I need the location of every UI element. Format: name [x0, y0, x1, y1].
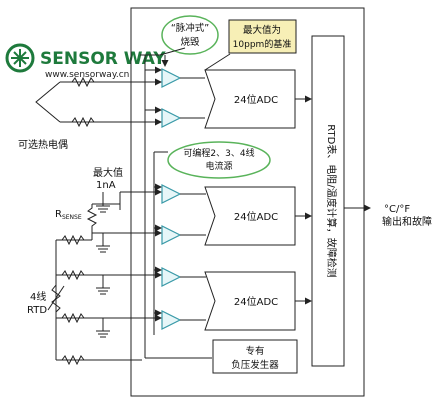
adc-block-3: 24位ADC [204, 271, 296, 331]
lead-resistors [56, 233, 93, 366]
rtd-label-2: RTD [27, 305, 47, 316]
reference-label-1: 最大值为 [243, 24, 281, 36]
amplifier-4 [161, 225, 182, 245]
amplifier-6 [161, 310, 182, 330]
thermocouple-resistor-top [71, 76, 95, 88]
amplifier-1 [161, 68, 182, 88]
ground-icon [96, 233, 110, 253]
adc-label-1: 24位ADC [234, 93, 278, 106]
reference-label-2: 10ppm的基准 [233, 38, 292, 50]
max-current-label-2: 1nA [96, 180, 116, 191]
output-label-1: °C/°F [384, 204, 410, 215]
adc-label-3: 24位ADC [234, 295, 278, 308]
neg-voltage-generator [212, 339, 298, 374]
rsense-resistor [86, 204, 98, 233]
thermocouple-label: 可选热电偶 [18, 138, 68, 151]
rtd-label-1: 4线 [30, 290, 46, 303]
output-label-2: 输出和故障 [382, 215, 432, 228]
current-source-label-1: 可编程2、3、4线 [183, 147, 254, 159]
processing-label: RTD表、电阻/温度计算，故障检测 [325, 124, 338, 277]
thermocouple [35, 76, 95, 128]
rtd-element [47, 240, 65, 360]
thermocouple-resistor-bottom [71, 116, 95, 128]
logo-brand: SENSOR WAY [40, 49, 166, 69]
adc-block-1: 24位ADC [204, 69, 296, 129]
adc-block-2: 24位ADC [204, 186, 296, 246]
adc-output-lines [295, 95, 312, 305]
chip-boundary [130, 7, 365, 397]
ground-icon [96, 318, 110, 338]
ground-icon [96, 275, 110, 295]
logo-url: www.sensorway.cn [45, 70, 129, 80]
internal-buses [140, 47, 231, 359]
current-source-bubble [167, 141, 271, 179]
ground-icon [96, 192, 110, 213]
neg-gen-label-1: 专有 [245, 345, 264, 357]
neg-gen-label-2: 负压发生器 [231, 359, 279, 371]
max-current-label-1: 最大值 [93, 166, 123, 179]
reference-box [228, 19, 297, 54]
amplifier-5 [161, 267, 182, 287]
pulse-burnout-bubble [161, 15, 219, 55]
pulse-burnout-label-1: “脉冲式” [171, 22, 209, 34]
current-source-label-2: 电流源 [205, 160, 232, 172]
adc-label-2: 24位ADC [234, 210, 278, 223]
sensorway-logo: SENSOR WAY www.sensorway.cn [5, 43, 166, 80]
rsense-label: RSENSE [55, 209, 82, 221]
amp-to-adc-lines [180, 77, 206, 321]
logo-mark-icon [11, 49, 29, 67]
pulse-burnout-label-2: 烧毁 [180, 36, 200, 48]
logo-ring-icon [5, 43, 35, 73]
amplifier-2 [161, 108, 182, 128]
amplifier-3 [161, 184, 182, 204]
processing-block [311, 35, 345, 367]
